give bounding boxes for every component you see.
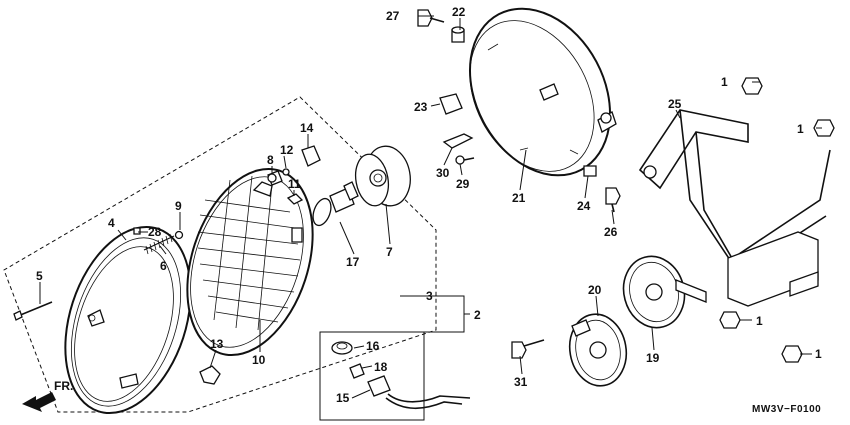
adjusting-spring[interactable] (143, 233, 175, 255)
callout-17-bulb-main: 17 (346, 255, 360, 269)
nut-1d[interactable] (781, 345, 803, 363)
callout-20: 20 (588, 283, 602, 297)
callout-13: 13 (210, 337, 224, 351)
callout-29: 29 (456, 177, 470, 191)
callout-11: 11 (288, 177, 301, 191)
horn-20[interactable] (564, 310, 632, 391)
headlight-bulb[interactable] (310, 181, 359, 228)
callout-23: 23 (414, 100, 428, 114)
grommet-22[interactable] (451, 26, 465, 43)
callout-14: 14 (300, 121, 314, 135)
callout-25: 25 (668, 97, 682, 111)
callout-3: 3 (426, 289, 433, 303)
headlight-rim[interactable] (43, 211, 213, 425)
callout-18-main: 18 (374, 360, 388, 374)
callout-28: 28 (148, 225, 162, 239)
callout-1d: 1 (815, 347, 822, 361)
headlight-stay[interactable] (638, 109, 831, 307)
callout-1b: 1 (797, 122, 804, 136)
callout-1a: 1 (721, 75, 728, 89)
horn-19[interactable] (616, 249, 707, 334)
clip[interactable] (199, 365, 221, 385)
bolt-31[interactable] (511, 339, 545, 359)
front-arrow-icon (22, 392, 56, 412)
callout-labels-extra: 17 18 15 (336, 255, 388, 405)
nut-1b[interactable] (813, 119, 835, 137)
clip-11[interactable] (286, 193, 304, 205)
stay-30[interactable] (442, 133, 474, 149)
socket-harness-15[interactable] (367, 375, 471, 410)
headlight-case[interactable] (442, 0, 638, 200)
callout-2: 2 (474, 308, 481, 322)
diagram-code: MW3V−F0100 (752, 404, 821, 415)
callout-16: 16 (366, 339, 380, 353)
subassembly-box (319, 331, 425, 421)
callout-21: 21 (512, 191, 526, 205)
callout-10: 10 (252, 353, 266, 367)
socket-cover[interactable] (352, 143, 415, 210)
headlight-unit[interactable] (165, 153, 335, 371)
bracket-23[interactable] (439, 93, 463, 115)
callout-8: 8 (267, 153, 274, 167)
nut-1a[interactable] (741, 77, 763, 95)
grommet-24[interactable] (583, 165, 597, 177)
callout-26: 26 (604, 225, 618, 239)
assembly-outline (3, 96, 437, 413)
callout-12: 12 (280, 143, 294, 157)
front-label: FR. (54, 379, 73, 393)
rubber-cap-16[interactable] (331, 341, 353, 355)
callout-9: 9 (175, 199, 182, 213)
callout-30: 30 (436, 166, 450, 180)
leader-lines (39, 15, 822, 399)
callout-4: 4 (108, 216, 115, 230)
small-nut-8[interactable] (267, 173, 277, 183)
nut[interactable] (174, 230, 184, 240)
callout-5: 5 (36, 269, 43, 283)
bolt-26[interactable] (605, 187, 621, 213)
callout-1c: 1 (756, 314, 763, 328)
bolt-27[interactable] (417, 9, 445, 27)
long-screw[interactable] (13, 301, 53, 321)
screw-29[interactable] (455, 155, 475, 165)
callout-7: 7 (386, 245, 393, 259)
callout-19: 19 (646, 351, 660, 365)
spring-clip-12[interactable] (282, 168, 290, 176)
position-bulb-18[interactable] (349, 363, 365, 379)
callout-31: 31 (514, 375, 528, 389)
callout-15-main: 15 (336, 391, 350, 405)
adjusting-screw[interactable] (133, 227, 141, 235)
callout-6: 6 (160, 259, 167, 273)
callout-24: 24 (577, 199, 591, 213)
callout-22: 22 (452, 5, 466, 19)
nut-1c[interactable] (719, 311, 741, 329)
callout-labels: 27 22 23 21 24 26 30 29 25 1 1 1 1 20 19… (36, 5, 822, 415)
callout-27: 27 (386, 9, 400, 23)
bracket-14[interactable] (301, 145, 321, 167)
